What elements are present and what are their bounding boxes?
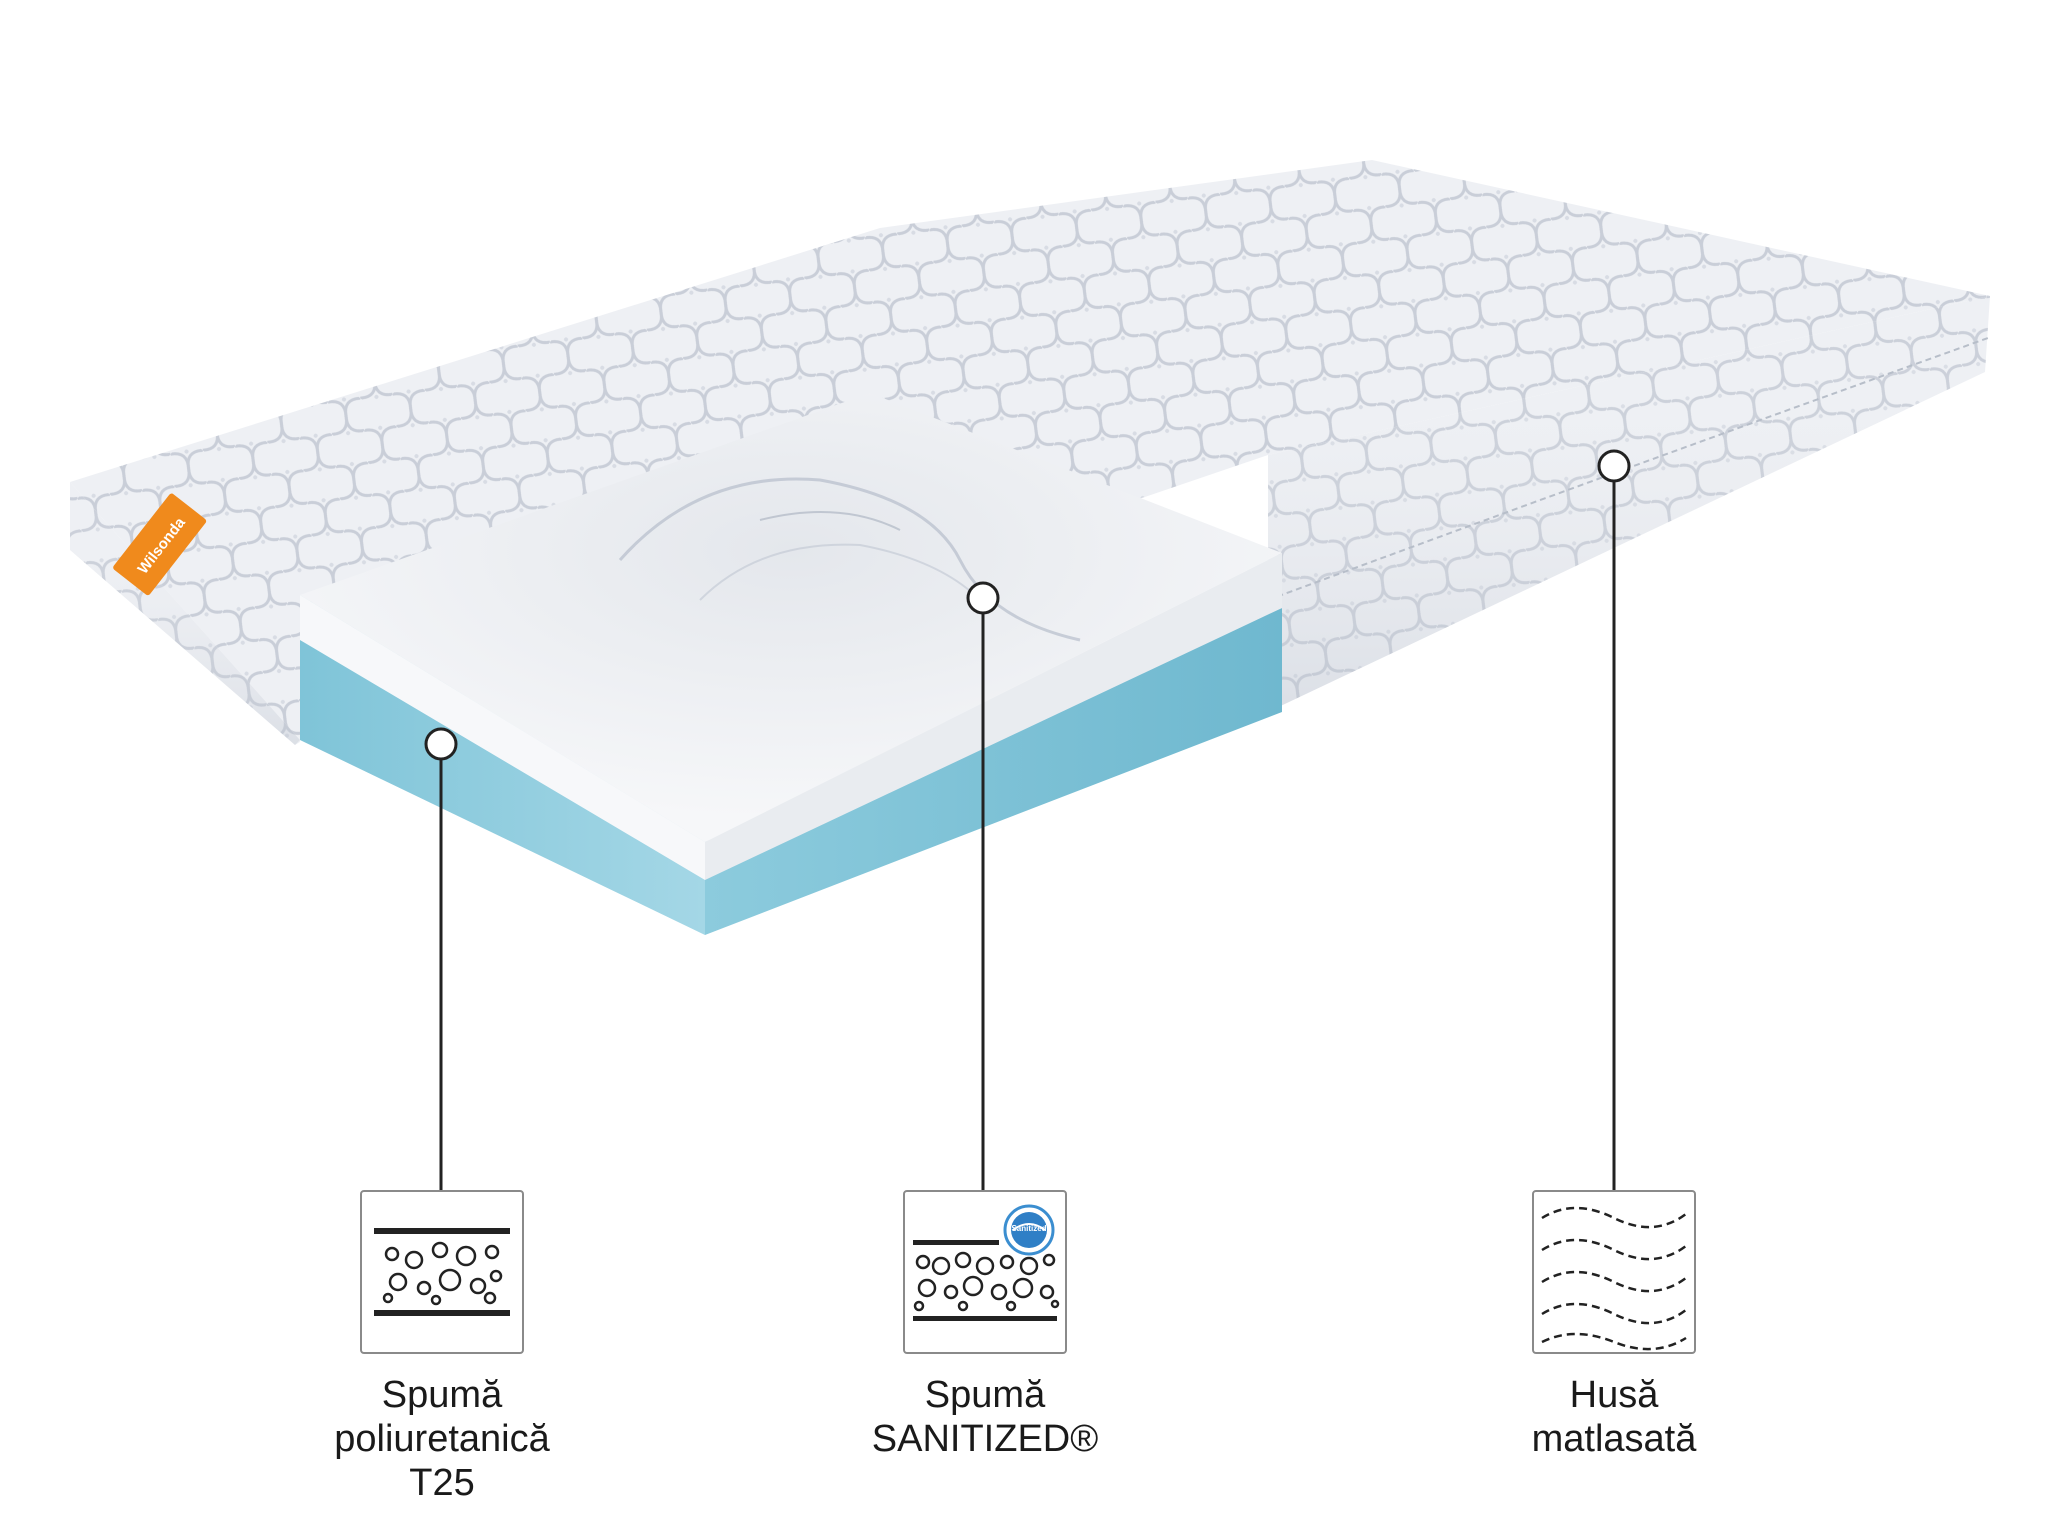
caption-sanitized: Spumă SANITIZED® <box>815 1373 1155 1461</box>
caption-foam-t25-line-2: poliuretanică <box>334 1418 550 1460</box>
caption-sanitized-line-2: SANITIZED® <box>871 1418 1099 1460</box>
sanitized-foam-layer <box>300 393 1282 842</box>
quilted-cover-icon <box>1541 1206 1687 1351</box>
callout-lines <box>424 449 1631 1190</box>
feature-foam-t25 <box>360 1190 524 1354</box>
foam-cutaway <box>300 393 1282 935</box>
foam-layer-icon <box>374 1228 510 1316</box>
callout-dot-foam <box>424 727 458 761</box>
caption-cover-line-2: matlasată <box>1531 1418 1697 1460</box>
caption-foam-t25-line-3: T25 <box>409 1462 475 1504</box>
feature-sanitized: Sanitized <box>903 1190 1067 1354</box>
callout-dot-cover <box>1597 449 1631 483</box>
caption-foam-t25: Spumă poliuretanică T25 <box>272 1373 612 1505</box>
caption-foam-t25-line-1: Spumă <box>381 1374 503 1416</box>
feature-cover <box>1532 1190 1696 1354</box>
caption-sanitized-line-1: Spumă <box>924 1374 1046 1416</box>
caption-cover-line-1: Husă <box>1569 1374 1659 1416</box>
caption-cover: Husă matlasată <box>1444 1373 1784 1461</box>
sanitized-foam-icon <box>913 1204 1060 1321</box>
sanitized-badge-text: Sanitized <box>1011 1224 1047 1233</box>
callout-dot-sanitized <box>966 581 1000 615</box>
sanitized-badge-icon <box>1003 1204 1055 1256</box>
